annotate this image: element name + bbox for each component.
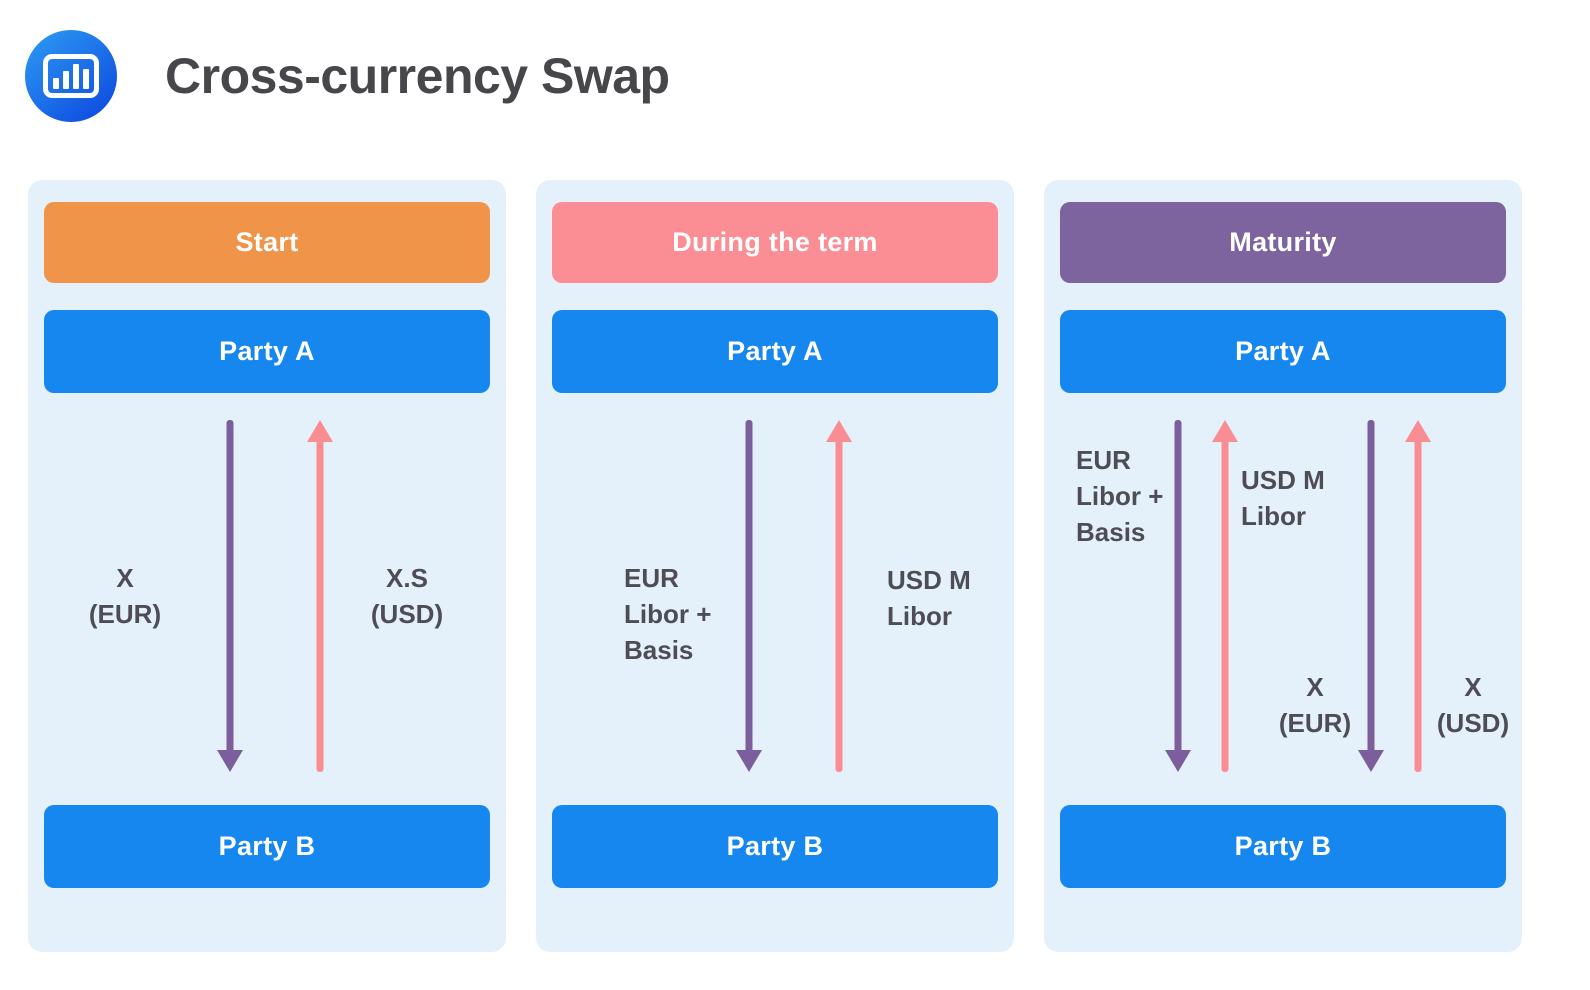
flow-label-eur-libor-basis: EUR Libor + Basis [1076,442,1163,550]
flow-label-eur-libor-basis: EUR Libor + Basis [624,560,711,668]
arrow-shaft [1174,420,1182,756]
flow-label-line: (USD) [370,599,444,629]
flow-label-x-eur: X (EUR) [1255,669,1375,741]
arrow-down-x-eur [217,420,243,772]
arrow-head-up-icon [1212,420,1238,442]
arrow-shaft [316,436,324,772]
flow-label-line: (EUR) [1278,708,1352,738]
arrow-head-down-icon [736,750,762,772]
flow-label-line: Basis [1076,517,1146,547]
phase-header-start: Start [44,202,490,283]
swap-diagram: Start Party A X (EUR) X.S (USD) Party B … [28,180,1590,952]
arrow-shaft [835,436,843,772]
party-b-box: Party B [552,805,998,888]
arrow-head-up-icon [826,420,852,442]
flow-label-line: USD M [887,565,971,595]
app-logo [25,30,117,122]
flow-label-line: Libor [1241,501,1306,531]
arrow-head-down-icon [1358,750,1384,772]
flow-label-line: EUR [624,563,679,593]
flow-label-x-usd: X (USD) [1413,669,1533,741]
page-header: Cross-currency Swap [0,0,1590,122]
flow-label-usd-m-libor: USD M Libor [887,562,971,634]
flow-label-line: X.S [386,563,428,593]
bar-chart-icon-bar [83,69,89,89]
arrow-shaft [745,420,753,756]
arrow-up-usd-m-libor [826,420,852,772]
arrow-shaft [1221,436,1229,772]
flow-label-line: EUR [1076,445,1131,475]
panel-start: Start Party A X (EUR) X.S (USD) Party B [28,180,506,952]
party-a-box: Party A [552,310,998,393]
bar-chart-icon-bar [73,64,79,89]
arrow-shaft [1414,436,1422,772]
party-a-box: Party A [44,310,490,393]
arrow-up-xs-usd [307,420,333,772]
arrow-down-eur-libor-basis [1165,420,1191,772]
flow-label-line: X [1306,672,1324,702]
flow-label-line: (USD) [1436,708,1510,738]
flow-label-usd-m-libor: USD M Libor [1241,462,1325,534]
bar-chart-icon [43,54,99,98]
flow-label-line: Libor + [624,599,712,629]
flow-label-xs-usd: X.S (USD) [347,560,467,632]
flow-label-x-eur: X (EUR) [65,560,185,632]
party-b-box: Party B [1060,805,1506,888]
page-title: Cross-currency Swap [165,48,670,104]
flow-label-line: Basis [624,635,694,665]
arrow-head-up-icon [307,420,333,442]
flow-label-line: Libor + [1076,481,1164,511]
arrow-head-down-icon [1165,750,1191,772]
flow-label-line: X [116,563,134,593]
party-b-box: Party B [44,805,490,888]
bar-chart-icon-bar [53,78,59,89]
flow-label-line: (EUR) [88,599,162,629]
flow-label-line: X [1464,672,1482,702]
arrow-down-x-eur [1358,420,1384,772]
flow-label-line: Libor [887,601,952,631]
phase-header-maturity: Maturity [1060,202,1506,283]
arrow-head-down-icon [217,750,243,772]
panel-maturity: Maturity Party A EUR Libor + Basis USD M… [1044,180,1522,952]
flow-label-line: USD M [1241,465,1325,495]
arrow-up-usd-m-libor [1212,420,1238,772]
arrow-up-x-usd [1405,420,1431,772]
panel-during-term: During the term Party A EUR Libor + Basi… [536,180,1014,952]
arrow-shaft [1367,420,1375,756]
arrow-down-eur-libor-basis [736,420,762,772]
party-a-box: Party A [1060,310,1506,393]
arrow-shaft [226,420,234,756]
bar-chart-icon-bar [63,71,69,89]
phase-header-during-term: During the term [552,202,998,283]
arrow-head-up-icon [1405,420,1431,442]
